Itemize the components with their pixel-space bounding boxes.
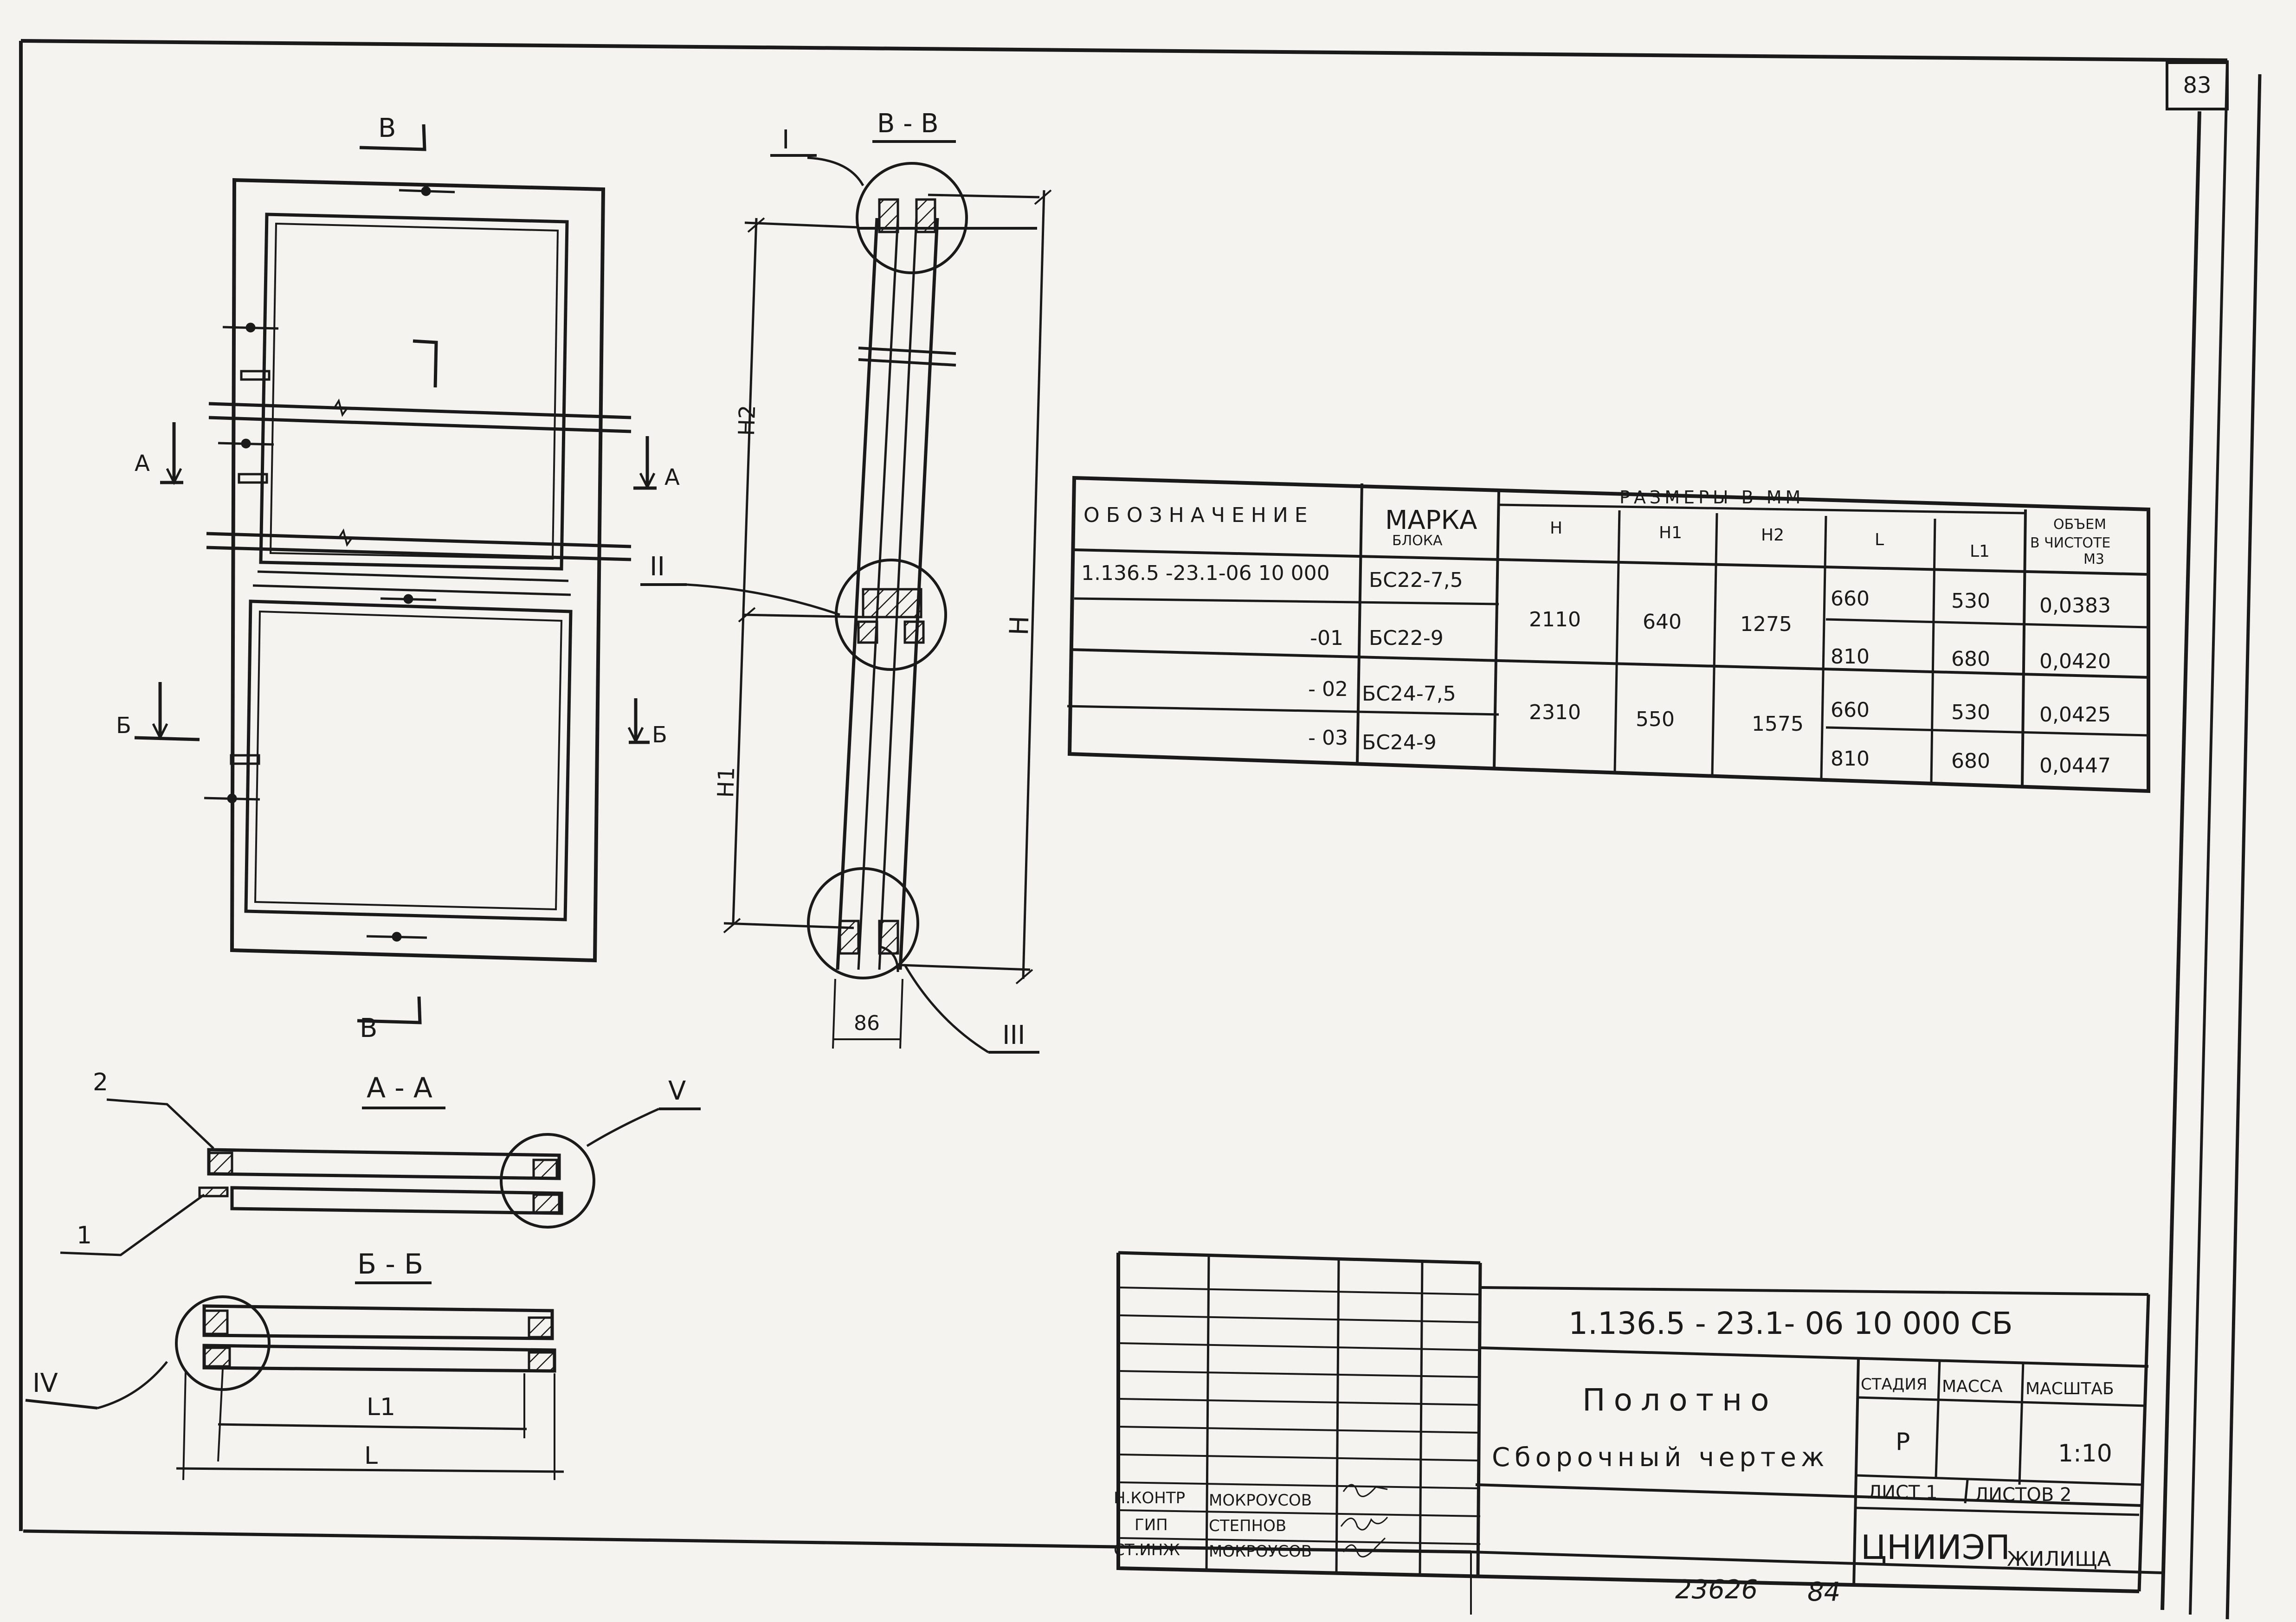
row-1-l: 660 <box>1831 587 1870 611</box>
sheet-border <box>19 39 2262 1620</box>
staff-2-name: СТЕПНОВ <box>1209 1517 1286 1535</box>
front-view <box>204 178 632 963</box>
row-2-mark: БС22-9 <box>1369 626 1444 650</box>
header-h: H <box>1550 519 1562 538</box>
node-5-label: V <box>668 1076 686 1106</box>
staff-rows: Н.КОНТР МОКРОУСОВ ГИП СТЕПНОВ СТ.ИНЖ МОК… <box>1114 1484 1388 1561</box>
footer-page-number: 84 <box>1807 1577 1840 1607</box>
group-1-h2: 1275 <box>1740 612 1792 636</box>
group-2-h1: 550 <box>1636 708 1675 731</box>
document-code: 1.136.5 - 23.1- 06 10 000 СБ <box>1568 1306 2013 1341</box>
node-3-label: III <box>1002 1020 1025 1050</box>
row-2-l: 810 <box>1831 645 1870 669</box>
org-name-2: ЖИЛИЩА <box>2007 1547 2111 1571</box>
section-vv-title: В - В <box>877 109 939 139</box>
header-l1: L1 <box>1970 542 1990 561</box>
dim-h2: H2 <box>734 405 761 437</box>
staff-3-role: СТ.ИНЖ <box>1114 1541 1180 1559</box>
dim-86: 86 <box>854 1011 880 1035</box>
staff-1-role: Н.КОНТР <box>1114 1489 1185 1507</box>
header-h1: H1 <box>1659 523 1682 542</box>
row-3-l1: 530 <box>1951 701 1990 724</box>
row-3-designation: - 02 <box>1308 677 1348 701</box>
sheet-label: ЛИСТ 1 <box>1868 1482 1938 1503</box>
dim-l: L <box>364 1442 378 1470</box>
group-1-h: 2110 <box>1529 608 1581 631</box>
header-volume-1: ОБЪЕМ <box>2053 516 2106 533</box>
section-aa: А - А 2 1 V <box>60 1068 701 1256</box>
staff-3-name: МОКРОУСОВ <box>1209 1542 1312 1561</box>
row-3-l: 660 <box>1831 698 1870 722</box>
group-1-h1: 640 <box>1643 610 1682 634</box>
row-2-l1: 680 <box>1951 647 1990 671</box>
section-a-left: А <box>135 451 150 476</box>
row-1-designation: 1.136.5 -23.1-06 10 000 <box>1081 561 1330 585</box>
row-4-l1: 680 <box>1951 749 1990 773</box>
section-vv: В - В I II III <box>640 109 1040 1054</box>
staff-1-name: МОКРОУСОВ <box>1209 1491 1312 1510</box>
drawing-title-2: Сборочный чертеж <box>1492 1442 1829 1473</box>
section-bb: Б - Б IV L1 L <box>25 1248 564 1480</box>
row-4-volume: 0,0447 <box>2039 754 2111 778</box>
node-2-label: II <box>650 552 665 582</box>
title-block: Н.КОНТР МОКРОУСОВ ГИП СТЕПНОВ СТ.ИНЖ МОК… <box>1114 1251 2150 1593</box>
callout-1: 1 <box>77 1222 92 1249</box>
archive-number: 23626 <box>1675 1575 1758 1605</box>
section-bb-title: Б - Б <box>357 1248 423 1281</box>
vv-dimensions: H H2 H1 86 <box>713 189 1052 1049</box>
section-b-right: Б <box>652 722 667 748</box>
footer: 23626 84 <box>1675 1575 1840 1607</box>
dim-l1: L1 <box>367 1393 395 1421</box>
section-aa-title: А - А <box>367 1072 432 1104</box>
group-2-h: 2310 <box>1529 701 1581 724</box>
section-markers: В В А А Б Б <box>116 113 680 1043</box>
row-4-l: 810 <box>1831 747 1870 771</box>
dim-h: H <box>1004 615 1035 636</box>
row-4-mark: БС24-9 <box>1362 731 1437 754</box>
mass-label: МАССА <box>1942 1377 2003 1396</box>
spec-table: ОБОЗНАЧЕНИЕ МАРКА БЛОКА РАЗМЕРЫ В ММ H H… <box>1067 476 2150 793</box>
header-mark-sub: БЛОКА <box>1392 533 1443 549</box>
header-l: L <box>1875 530 1884 549</box>
row-3-mark: БС24-7,5 <box>1362 682 1456 706</box>
header-mark: МАРКА <box>1385 505 1477 535</box>
dim-h1: H1 <box>713 766 740 798</box>
section-b-left: Б <box>116 713 131 739</box>
stage-value: Р <box>1896 1428 1910 1456</box>
header-designation: ОБОЗНАЧЕНИЕ <box>1084 503 1314 527</box>
scale-label: МАСШТАБ <box>2025 1379 2114 1398</box>
scale-value: 1:10 <box>2058 1440 2112 1468</box>
node-1-label: I <box>782 125 790 155</box>
node-4-label: IV <box>32 1368 58 1398</box>
header-volume-3: М3 <box>2083 551 2104 567</box>
row-2-designation: -01 <box>1310 626 1343 650</box>
group-2-h2: 1575 <box>1752 712 1804 736</box>
section-v-top: В <box>378 113 396 143</box>
header-sizes: РАЗМЕРЫ В ММ <box>1619 487 1804 508</box>
callout-2: 2 <box>93 1068 108 1096</box>
row-1-volume: 0,0383 <box>2039 594 2111 618</box>
drawing-title-1: Полотно <box>1582 1382 1778 1418</box>
row-1-mark: БС22-7,5 <box>1369 568 1463 592</box>
page-number: 83 <box>2183 72 2211 98</box>
section-v-bottom: В <box>360 1013 377 1043</box>
header-volume-2: В ЧИСТОТЕ <box>2030 535 2110 551</box>
stage-label: СТАДИЯ <box>1861 1375 1927 1394</box>
staff-2-role: ГИП <box>1135 1516 1168 1534</box>
header-h2: H2 <box>1761 526 1784 545</box>
section-a-right: А <box>664 464 680 490</box>
sheets-label: ЛИСТОВ 2 <box>1974 1484 2071 1506</box>
page-number-box: 83 <box>2166 61 2229 110</box>
row-4-designation: - 03 <box>1308 726 1348 750</box>
row-1-l1: 530 <box>1951 589 1990 613</box>
row-3-volume: 0,0425 <box>2039 703 2111 727</box>
org-name-1: ЦНИИЭП <box>1861 1528 2010 1567</box>
row-2-volume: 0,0420 <box>2039 650 2111 673</box>
